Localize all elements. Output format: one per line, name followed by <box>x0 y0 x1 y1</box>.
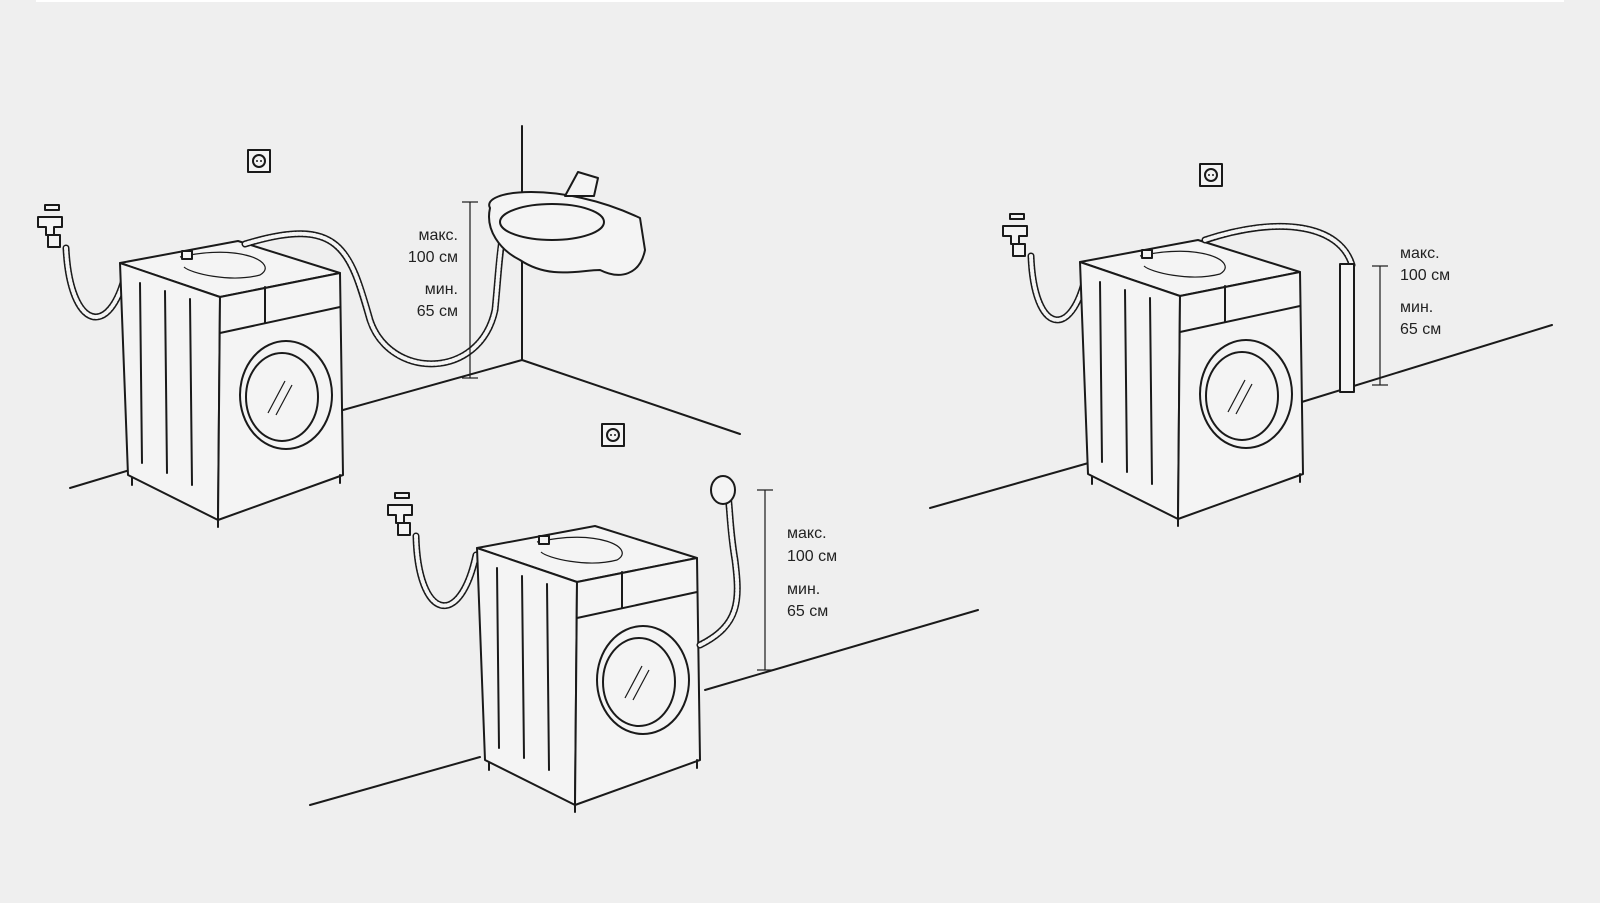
power-socket-icon <box>601 423 625 447</box>
floor-line <box>521 359 741 435</box>
max-value: 100 см <box>408 249 458 266</box>
min-label: мин. <box>1400 299 1433 316</box>
floor-line <box>1291 324 1553 406</box>
water-tap-icon <box>387 492 413 536</box>
floor-line <box>309 756 481 806</box>
max-value: 100 см <box>1400 267 1450 284</box>
min-label: мин. <box>425 281 458 298</box>
installation-wall-drain: макс. 100 см мин. 65 см <box>309 423 979 813</box>
min-value: 65 см <box>417 303 458 320</box>
min-label: мин. <box>787 581 820 598</box>
power-socket-icon <box>1199 163 1223 187</box>
installation-sink: макс. 100 см мин. 65 см <box>37 125 741 528</box>
max-label: макс. <box>787 525 827 542</box>
inlet-hose <box>1027 252 1090 324</box>
max-value: 100 см <box>787 548 837 565</box>
standpipe-icon <box>1339 263 1355 393</box>
washing-machine <box>476 525 701 813</box>
water-tap-icon <box>1002 213 1028 257</box>
floor-line <box>929 461 1093 509</box>
floor-line <box>342 359 523 411</box>
inlet-hose <box>62 244 130 321</box>
wall-drain-outlet-icon <box>710 475 736 505</box>
min-value: 65 см <box>787 603 828 620</box>
min-value: 65 см <box>1400 321 1441 338</box>
floor-line <box>69 469 131 489</box>
inlet-hose <box>412 532 480 610</box>
washing-machine <box>1079 239 1304 527</box>
max-label: макс. <box>1400 245 1440 262</box>
washing-machine <box>119 240 344 528</box>
max-label: макс. <box>418 227 458 244</box>
water-tap-icon <box>37 204 63 248</box>
floor-line <box>704 609 979 691</box>
faucet-icon <box>564 171 599 197</box>
power-socket-icon <box>247 149 271 173</box>
installation-standpipe: макс. 100 см мин. 65 см <box>929 163 1553 527</box>
